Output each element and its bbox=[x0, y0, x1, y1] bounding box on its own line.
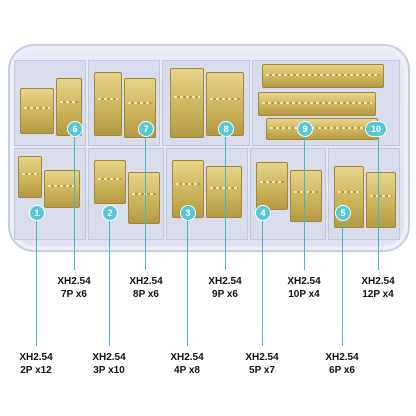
label-5p: XH2.54 5P x7 bbox=[227, 351, 297, 377]
connector bbox=[262, 64, 384, 88]
label-series: XH2.54 bbox=[19, 352, 53, 363]
leader-line bbox=[304, 134, 305, 270]
label-8p: XH2.54 8P x6 bbox=[111, 275, 181, 301]
label-series: XH2.54 bbox=[170, 352, 204, 363]
leader-line bbox=[187, 218, 188, 346]
connector bbox=[94, 72, 122, 136]
label-spec: 5P x7 bbox=[249, 365, 275, 376]
leader-line bbox=[225, 134, 226, 270]
connector bbox=[20, 88, 54, 134]
label-spec: 7P x6 bbox=[61, 289, 87, 300]
label-spec: 12P x4 bbox=[362, 289, 394, 300]
label-series: XH2.54 bbox=[57, 276, 91, 287]
label-4p: XH2.54 4P x8 bbox=[152, 351, 222, 377]
label-7p: XH2.54 7P x6 bbox=[39, 275, 109, 301]
leader-line bbox=[342, 218, 343, 346]
leader-line bbox=[145, 134, 146, 270]
connector bbox=[206, 166, 242, 218]
connector bbox=[258, 92, 376, 116]
label-spec: 9P x6 bbox=[212, 289, 238, 300]
marker-3: 3 bbox=[180, 205, 196, 221]
label-series: XH2.54 bbox=[245, 352, 279, 363]
connector bbox=[94, 160, 126, 204]
leader-line bbox=[262, 218, 263, 346]
connector bbox=[366, 172, 396, 228]
label-series: XH2.54 bbox=[92, 352, 126, 363]
label-spec: 4P x8 bbox=[174, 365, 200, 376]
leader-line bbox=[378, 134, 379, 270]
marker-5: 5 bbox=[335, 205, 351, 221]
label-spec: 6P x6 bbox=[329, 365, 355, 376]
label-spec: 2P x12 bbox=[20, 365, 52, 376]
label-spec: 8P x6 bbox=[133, 289, 159, 300]
label-series: XH2.54 bbox=[325, 352, 359, 363]
leader-line bbox=[36, 218, 37, 346]
connector bbox=[266, 118, 378, 140]
label-series: XH2.54 bbox=[361, 276, 395, 287]
leader-line bbox=[74, 134, 75, 270]
marker-8: 8 bbox=[218, 121, 234, 137]
label-series: XH2.54 bbox=[287, 276, 321, 287]
connector bbox=[18, 156, 42, 198]
label-series: XH2.54 bbox=[129, 276, 163, 287]
connector bbox=[256, 162, 288, 210]
leader-line bbox=[109, 218, 110, 346]
label-12p: XH2.54 12P x4 bbox=[343, 275, 413, 301]
label-series: XH2.54 bbox=[208, 276, 242, 287]
label-spec: 3P x10 bbox=[93, 365, 125, 376]
label-6p: XH2.54 6P x6 bbox=[307, 351, 377, 377]
marker-10: 10 bbox=[365, 121, 387, 137]
marker-1: 1 bbox=[29, 205, 45, 221]
marker-6: 6 bbox=[67, 121, 83, 137]
connector bbox=[290, 170, 322, 222]
connector bbox=[128, 172, 160, 224]
label-9p: XH2.54 9P x6 bbox=[190, 275, 260, 301]
label-3p: XH2.54 3P x10 bbox=[74, 351, 144, 377]
marker-7: 7 bbox=[138, 121, 154, 137]
label-10p: XH2.54 10P x4 bbox=[269, 275, 339, 301]
marker-2: 2 bbox=[102, 205, 118, 221]
connector bbox=[170, 68, 204, 138]
label-2p: XH2.54 2P x12 bbox=[1, 351, 71, 377]
marker-4: 4 bbox=[255, 205, 271, 221]
label-spec: 10P x4 bbox=[288, 289, 320, 300]
marker-9: 9 bbox=[297, 121, 313, 137]
